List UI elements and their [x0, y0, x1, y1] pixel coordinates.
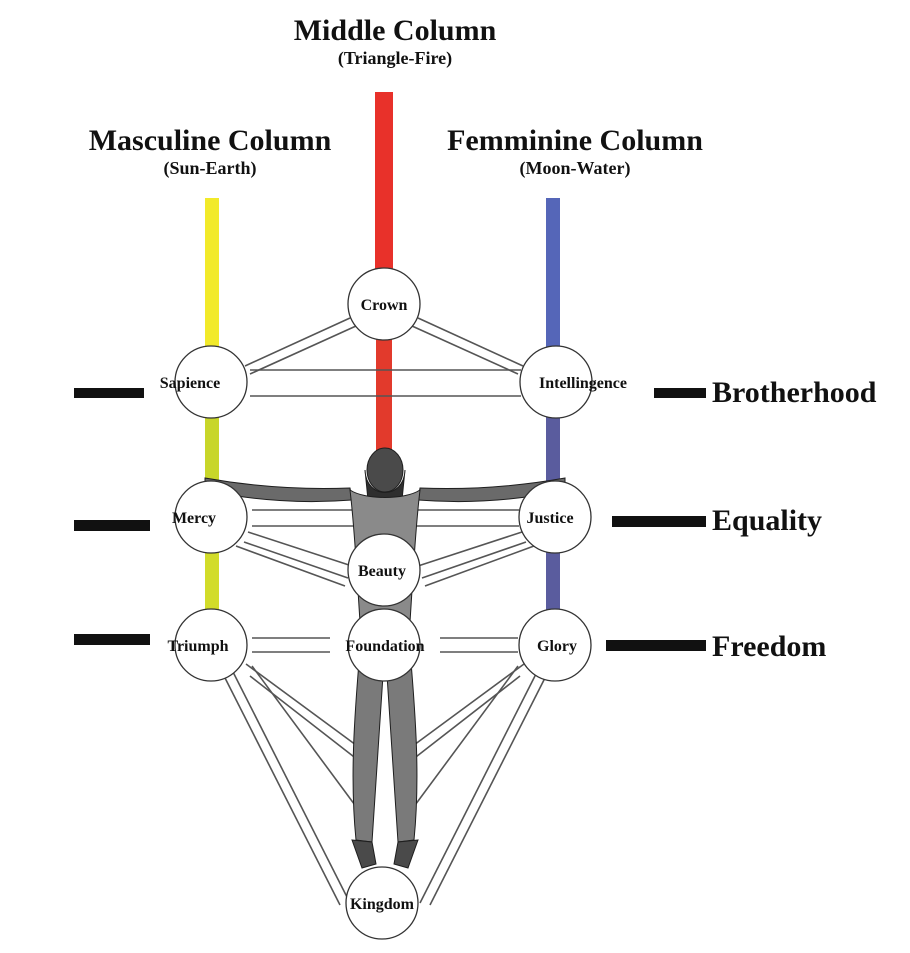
feminine-column-bar-mid	[546, 416, 560, 484]
node-foundation: Foundation	[345, 609, 424, 681]
node-sapience: Sapience	[160, 346, 247, 418]
node-mercy: Mercy	[172, 481, 247, 553]
node-justice: Justice	[519, 481, 591, 553]
feminine-column-bar	[546, 198, 560, 348]
side-label-equality: Equality	[712, 504, 822, 538]
node-foundation-label: Foundation	[345, 638, 424, 655]
node-beauty-label: Beauty	[358, 563, 406, 580]
side-label-brotherhood: Brotherhood	[712, 376, 876, 410]
masculine-column-bar-low	[205, 550, 219, 610]
node-kingdom: Kingdom	[346, 867, 418, 939]
node-triumph: Triumph	[167, 609, 247, 681]
feminine-column-bar-low	[546, 550, 560, 610]
node-glory: Glory	[519, 609, 591, 681]
node-sapience-label: Sapience	[160, 375, 220, 392]
bar-left-mercy	[74, 520, 150, 531]
node-triumph-label: Triumph	[167, 638, 228, 655]
bar-right-brotherhood	[654, 388, 706, 398]
bar-left-sapience	[74, 388, 144, 398]
node-kingdom-label: Kingdom	[350, 896, 415, 913]
middle-column-bar-lower	[376, 338, 392, 456]
bar-right-equality	[612, 516, 706, 527]
node-glory-label: Glory	[537, 638, 577, 655]
node-mercy-label: Mercy	[172, 510, 216, 527]
masculine-column-bar-mid	[205, 416, 219, 484]
node-intellingence: Intellingence	[520, 346, 627, 418]
masculine-column-bar	[205, 198, 219, 348]
node-crown: Crown	[348, 268, 420, 340]
bar-left-triumph	[74, 634, 150, 645]
bar-right-freedom	[606, 640, 706, 651]
node-intellingence-label: Intellingence	[539, 375, 627, 392]
middle-column-bar	[375, 92, 393, 272]
node-beauty: Beauty	[348, 534, 420, 606]
side-label-freedom: Freedom	[712, 630, 826, 664]
node-crown-label: Crown	[361, 297, 408, 314]
node-justice-label: Justice	[526, 510, 573, 527]
